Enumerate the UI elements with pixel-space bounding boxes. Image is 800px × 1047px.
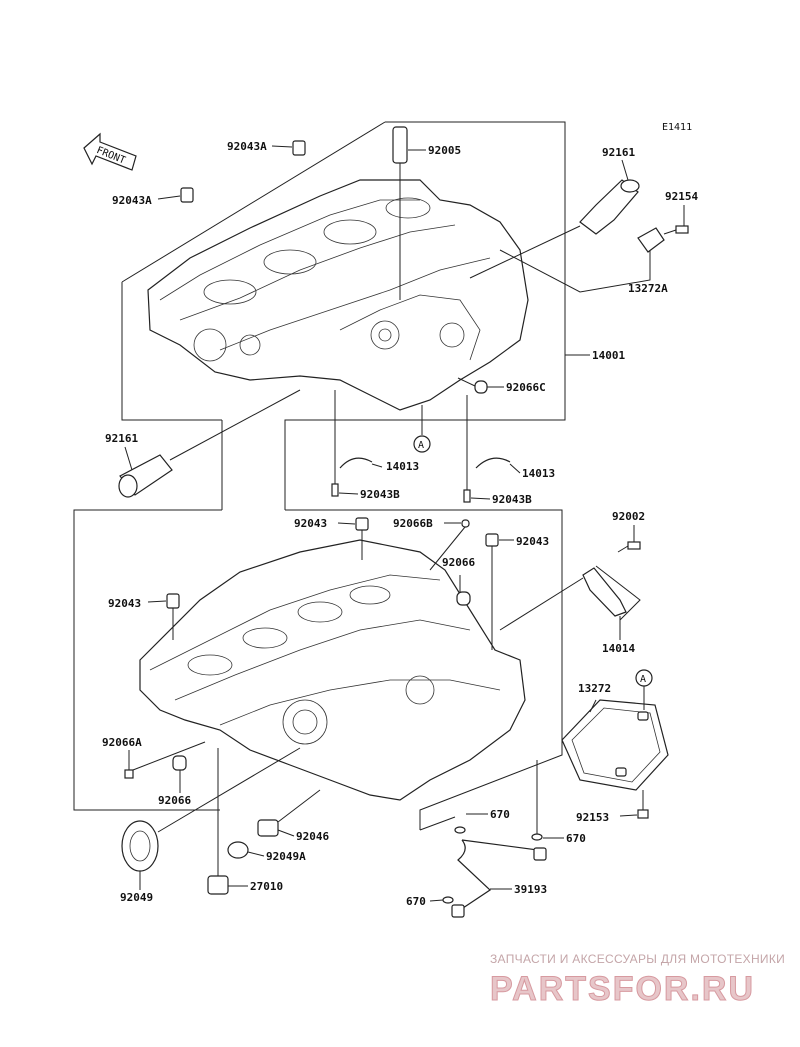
label-14013-right: 14013 — [522, 467, 555, 480]
label-14014: 14014 — [602, 642, 635, 655]
plug-92066B — [461, 519, 470, 528]
label-92161-left: 92161 — [105, 432, 138, 445]
label-92066-lower: 92066 — [158, 794, 191, 807]
bearing-92046 — [257, 819, 279, 837]
watermark-tagline: ЗАПЧАСТИ И АКСЕССУАРЫ ДЛЯ МОТОТЕХНИКИ — [490, 952, 785, 966]
label-670-c: 670 — [406, 895, 426, 908]
dowel-92043-left — [166, 593, 180, 609]
front-arrow-icon: FRONT — [83, 132, 137, 171]
callout-a-letter: A — [418, 440, 424, 451]
label-92049A: 92049A — [266, 850, 306, 863]
watermark-site: PARTSFOR.RU — [490, 970, 755, 1008]
plate-14014 — [582, 567, 627, 617]
label-92066: 92066 — [442, 556, 475, 569]
callout-a-letter-2: A — [640, 674, 646, 685]
label-92043-right: 92043 — [516, 535, 549, 548]
guide-14013-right — [475, 457, 511, 469]
bearing-92161-left — [118, 454, 173, 498]
label-92046: 92046 — [296, 830, 329, 843]
plug-92066-lower — [172, 755, 187, 771]
label-92049: 92049 — [120, 891, 153, 904]
dowel-pin-92043A-left — [180, 187, 194, 203]
label-92066B: 92066B — [393, 517, 433, 530]
plug-92066A — [124, 769, 134, 779]
label-13272A: 13272A — [628, 282, 668, 295]
bearing-92161-top — [579, 179, 640, 235]
switch-27010 — [207, 748, 229, 895]
label-92002: 92002 — [612, 510, 645, 523]
label-39193: 39193 — [514, 883, 547, 896]
label-14001: 14001 — [592, 349, 625, 362]
label-92043-left: 92043 — [108, 597, 141, 610]
dowel-92043B-right — [463, 489, 471, 503]
bolt-92154 — [663, 225, 689, 235]
label-92043A-top: 92043A — [227, 140, 267, 153]
label-92043B-left: 92043B — [360, 488, 400, 501]
label-92153: 92153 — [576, 811, 609, 824]
dowel-92043B-left — [331, 483, 339, 497]
label-27010: 27010 — [250, 880, 283, 893]
label-670-a: 670 — [490, 808, 510, 821]
oring-670-b — [531, 833, 543, 841]
label-92043-top: 92043 — [294, 517, 327, 530]
label-13272: 13272 — [578, 682, 611, 695]
callout-a-upper — [413, 435, 431, 453]
oring-670-a — [454, 826, 466, 834]
ref-code: E1411 — [662, 122, 692, 133]
label-92043B-right: 92043B — [492, 493, 532, 506]
label-670-b: 670 — [566, 832, 586, 845]
label-14013-left: 14013 — [386, 460, 419, 473]
bolt-92153 — [637, 790, 649, 819]
label-92154: 92154 — [665, 190, 698, 203]
pipe-39193 — [451, 839, 547, 918]
oring-670-c — [442, 896, 454, 904]
seal-92049A — [227, 841, 249, 859]
guide-14013-left — [339, 457, 373, 469]
upper-crankcase — [121, 121, 566, 510]
label-92043A-left: 92043A — [112, 194, 152, 207]
plug-92066 — [456, 591, 471, 606]
label-92066A: 92066A — [102, 736, 142, 749]
lower-crankcase — [73, 509, 563, 830]
seal-92049 — [121, 820, 159, 872]
label-92005: 92005 — [428, 144, 461, 157]
screen-13272 — [561, 699, 669, 791]
dowel-pin-92043A-top — [292, 140, 306, 156]
gasket-13272A — [637, 227, 665, 253]
dowel-92043-right — [485, 533, 499, 547]
label-92066C: 92066C — [506, 381, 546, 394]
bolt-92002 — [617, 541, 641, 553]
plug-92066C — [474, 380, 488, 394]
label-92161-top: 92161 — [602, 146, 635, 159]
sleeve-92005 — [392, 126, 408, 164]
dowel-92043-top — [355, 517, 369, 531]
